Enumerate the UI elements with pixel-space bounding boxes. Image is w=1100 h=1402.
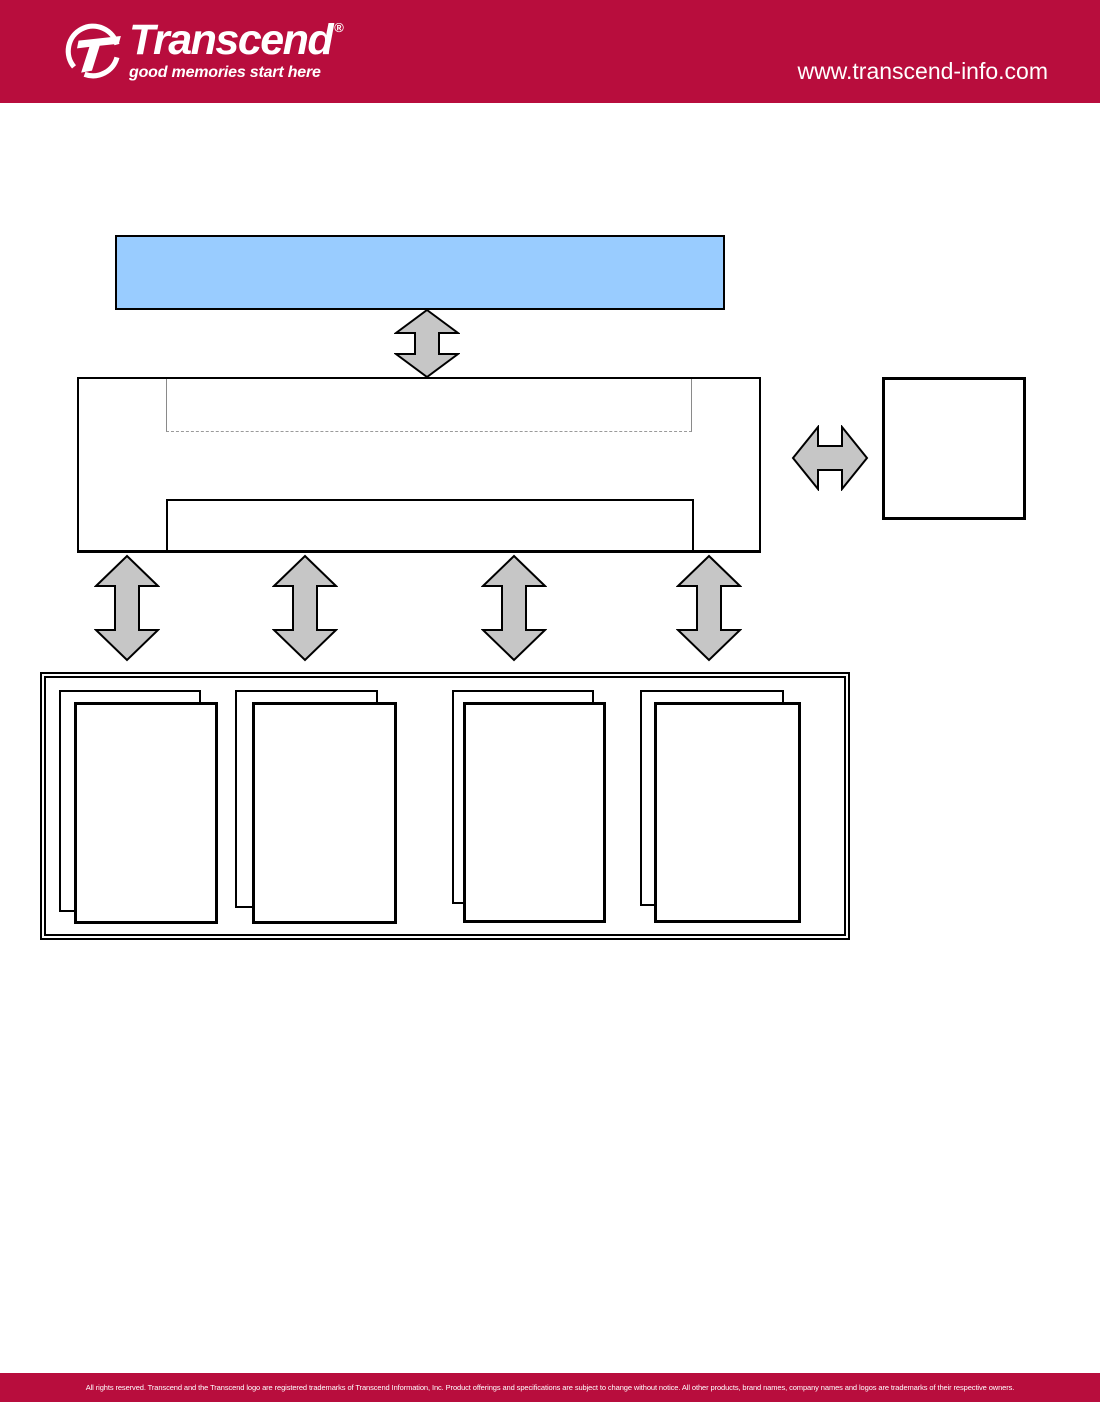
- double-arrow-vertical-icon: [94, 554, 160, 662]
- flash-chip-front: [74, 702, 218, 924]
- flash-chip-front: [654, 702, 801, 923]
- diagram-side-box: [882, 377, 1026, 520]
- transcend-circle-t-icon: [65, 23, 121, 79]
- flash-bank-inner-frame: [44, 676, 846, 936]
- diagram-flash-bank-container: [40, 672, 850, 940]
- brand-tagline: good memories start here: [129, 63, 321, 81]
- double-arrow-vertical-icon: [481, 554, 547, 662]
- double-arrow-vertical-icon: [676, 554, 742, 662]
- copyright-notice: All rights reserved. Transcend and the T…: [85, 1383, 1015, 1392]
- transcend-logo: Transcend ® good memories start here: [64, 16, 344, 84]
- brand-name: Transcend: [129, 16, 334, 64]
- double-arrow-vertical-icon: [272, 554, 338, 662]
- controller-inner-top-box: [166, 379, 692, 432]
- flash-chip-front: [463, 702, 606, 923]
- logo-text: Transcend ® good memories start here: [129, 16, 344, 82]
- double-arrow-vertical-icon: [394, 308, 460, 379]
- footer-bar: All rights reserved. Transcend and the T…: [0, 1373, 1100, 1402]
- header-bar: Transcend ® good memories start here www…: [0, 0, 1100, 103]
- website-url[interactable]: www.transcend-info.com: [797, 58, 1048, 84]
- flash-chip-front: [252, 702, 397, 924]
- double-arrow-horizontal-icon: [791, 425, 869, 491]
- controller-inner-bottom-box: [166, 499, 694, 550]
- diagram-controller-box: [77, 377, 761, 553]
- diagram-top-interface-box: [115, 235, 725, 310]
- registered-trademark-symbol: ®: [334, 20, 344, 35]
